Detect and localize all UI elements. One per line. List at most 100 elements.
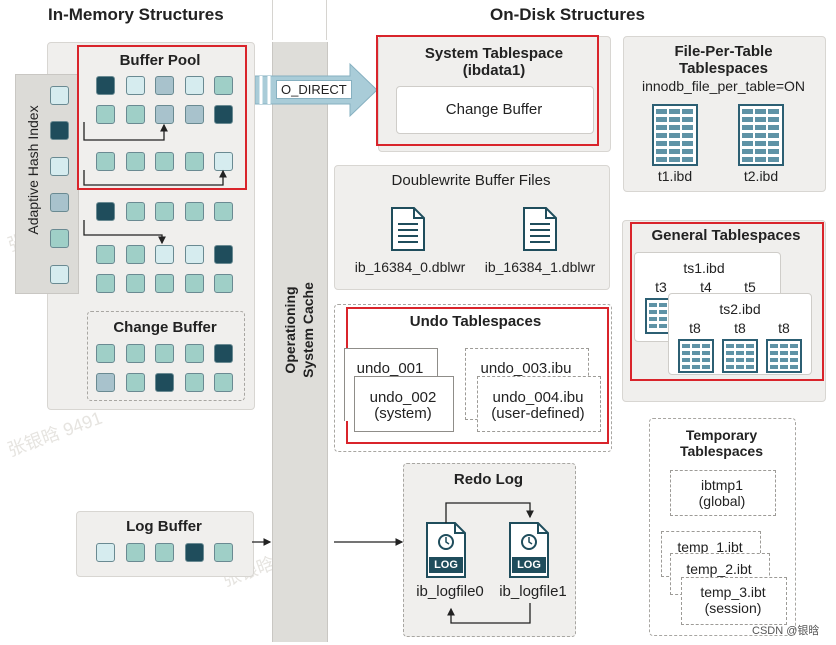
log-cell [155,543,174,562]
page-cell [96,274,115,293]
table-file-icon [645,298,671,334]
o-direct-label: O_DIRECT [276,80,352,99]
buffer-pool-label: Buffer Pool [119,52,201,69]
log-badge: LOG [434,559,458,571]
hash-cell [50,157,69,176]
dblwr-file1-label: ib_16384_1.dblwr [484,259,596,275]
temp3-sub: (session) [704,600,762,616]
system-tablespace [376,35,599,146]
page-cell [214,245,233,264]
undo-003-label: undo_003.ibu [480,360,572,377]
page-cell [126,274,145,293]
temp3-box [681,577,787,625]
t4-label: t4 [700,279,712,295]
os-cache-label: Operationing System Cache [282,282,316,378]
undo-tablespaces-panel [334,304,612,452]
redo-cycle-arrows [445,502,534,624]
page-cell [185,274,204,293]
t8-label: t8 [778,320,790,336]
page-cell [96,373,115,392]
page-cell [96,152,115,171]
undo-002-box [354,376,454,432]
temp1-label: temp_1.ibt [677,539,743,555]
t8-label: t8 [734,320,746,336]
page-cell [96,76,115,95]
page-cell [155,105,174,124]
page-cell [126,344,145,363]
ibtmp1-box [670,470,776,516]
document-icon [523,207,557,251]
hash-cell [50,86,69,105]
page-cell [96,344,115,363]
ts2-label: ts2.ibd [719,301,761,317]
hash-cell [50,265,69,284]
ts1-label: ts1.ibd [683,260,725,276]
undo-004-box [477,376,601,432]
page-cell [214,373,233,392]
t2-file-label: t2.ibd [743,168,779,184]
page-cell [155,202,174,221]
log-cell [96,543,115,562]
log-cell [185,543,204,562]
page-cell [96,245,115,264]
redo-log-title: Redo Log [453,471,524,488]
general-tablespaces [630,222,824,381]
flow-arrows [252,538,404,546]
table-file-icon [678,339,714,373]
temporary-tablespaces-panel [649,418,796,636]
page-cell [185,245,204,264]
log-file-icon [426,522,466,578]
t1-file-label: t1.ibd [657,168,693,184]
page-cell [155,344,174,363]
temporary-title1: Temporary [685,427,758,443]
page-cell [155,152,174,171]
table-file-icon [738,104,784,166]
doublewrite-panel [334,165,610,290]
log-badge: LOG [517,559,541,571]
page-cell [155,76,174,95]
log-buffer-label: Log Buffer [126,518,202,535]
system-tablespace-subtitle: (ibdata1) [462,62,526,79]
logfile0-label: ib_logfile0 [416,583,484,600]
page-cell [185,105,204,124]
page-cell [185,152,204,171]
log-file-icon [509,522,549,578]
page-cell [155,373,174,392]
page-cell [185,76,204,95]
ibtmp1-label: ibtmp1 [700,477,744,493]
t8-label: t8 [689,320,701,336]
page-cell [214,344,233,363]
memory-change-buffer [87,311,245,401]
hash-cell [50,193,69,212]
adaptive-hash-index [15,74,79,294]
page-cell [126,373,145,392]
general-tablespaces-title: General Tablespaces [651,227,801,244]
page-cell [155,245,174,264]
document-icon [391,207,425,251]
in-memory-heading: In-Memory Structures [48,5,224,24]
dblwr-file0-label: ib_16384_0.dblwr [354,259,466,275]
log-cell [214,543,233,562]
page-cell [96,105,115,124]
undo-004-label: undo_004.ibu [492,389,584,406]
logfile1-label: ib_logfile1 [499,583,567,600]
temporary-title2: Tablespaces [679,443,763,459]
buffer-pool [77,45,247,190]
file-per-table-title2: Tablespaces [679,60,768,77]
table-file-icon [766,339,802,373]
ibtmp1-sub: (global) [698,493,746,509]
file-per-table-title1: File-Per-Table [674,43,773,60]
undo-002-sub: (system) [374,405,432,422]
undo-001-label: undo_001 [356,360,424,377]
page-cell [185,202,204,221]
system-tablespace-title: System Tablespace [424,45,564,62]
system-change-buffer-label: Change Buffer [445,101,543,118]
page-cell [126,202,145,221]
t3-label: t3 [655,279,667,295]
page-cell [126,76,145,95]
undo-004-sub: (user-defined) [491,405,585,422]
page-cell [185,344,204,363]
hash-cell [50,121,69,140]
page-cell [126,105,145,124]
page-cell [214,202,233,221]
